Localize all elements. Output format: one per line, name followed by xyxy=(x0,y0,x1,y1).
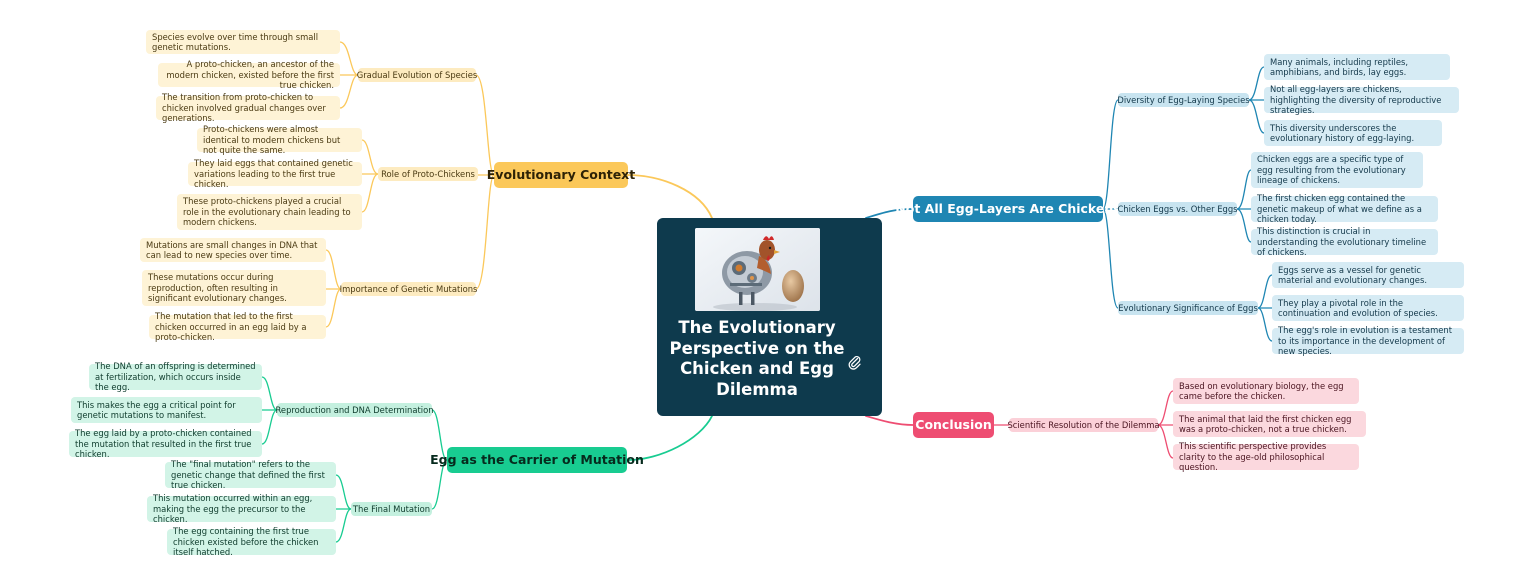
leaf-item[interactable]: Many animals, including reptiles, amphib… xyxy=(1264,54,1450,80)
leaf-item[interactable]: Species evolve over time through small g… xyxy=(146,30,340,54)
leaf-item[interactable]: The "final mutation" refers to the genet… xyxy=(165,459,336,490)
paperclip-icon[interactable] xyxy=(847,354,863,370)
leaf-item[interactable]: A proto-chicken, an ancestor of the mode… xyxy=(158,59,340,90)
robot-chicken-egg-image xyxy=(695,228,820,311)
leaf-item[interactable]: The DNA of an offspring is determined at… xyxy=(89,361,262,392)
subtopic-genetic-mutations[interactable]: Importance of Genetic Mutations xyxy=(340,282,477,296)
leaf-item[interactable]: This scientific perspective provides cla… xyxy=(1173,441,1359,472)
subtopic-evolutionary-significance[interactable]: Evolutionary Significance of Eggs xyxy=(1118,301,1258,315)
leaf-item[interactable]: These proto-chickens played a crucial ro… xyxy=(177,194,362,230)
branch-conclusion[interactable]: Conclusion xyxy=(913,412,994,438)
leaf-item[interactable]: They laid eggs that contained genetic va… xyxy=(188,158,362,189)
leaf-item[interactable]: Not all egg-layers are chickens, highlig… xyxy=(1264,84,1459,115)
subtopic-diversity-egg-laying[interactable]: Diversity of Egg-Laying Species xyxy=(1117,93,1250,107)
leaf-item[interactable]: The transition from proto-chicken to chi… xyxy=(156,92,340,123)
leaf-item[interactable]: The animal that laid the first chicken e… xyxy=(1173,411,1366,437)
central-topic[interactable]: The Evolutionary Perspective on the Chic… xyxy=(657,218,882,416)
leaf-item[interactable]: This mutation occurred within an egg, ma… xyxy=(147,493,336,524)
leaf-item[interactable]: Based on evolutionary biology, the egg c… xyxy=(1173,378,1359,404)
leaf-item[interactable]: This distinction is crucial in understan… xyxy=(1251,226,1438,257)
subtopic-role-of-proto-chickens[interactable]: Role of Proto-Chickens xyxy=(378,167,478,181)
leaf-item[interactable]: Eggs serve as a vessel for genetic mater… xyxy=(1272,262,1464,288)
subtopic-reproduction-dna[interactable]: Reproduction and DNA Determination xyxy=(275,403,434,417)
leaf-item[interactable]: The first chicken egg contained the gene… xyxy=(1251,193,1438,224)
branch-not-all-egg-layers[interactable]: Not All Egg-Layers Are Chickens xyxy=(895,196,1121,222)
leaf-item[interactable]: The mutation that led to the first chick… xyxy=(149,311,326,342)
subtopic-scientific-resolution[interactable]: Scientific Resolution of the Dilemma xyxy=(1007,418,1160,432)
leaf-item[interactable]: The egg containing the first true chicke… xyxy=(167,526,336,557)
leaf-item[interactable]: This diversity underscores the evolution… xyxy=(1264,120,1442,146)
branch-evolutionary-context[interactable]: Evolutionary Context xyxy=(487,162,635,188)
subtopic-gradual-evolution[interactable]: Gradual Evolution of Species xyxy=(357,68,477,82)
leaf-item[interactable]: Mutations are small changes in DNA that … xyxy=(140,238,326,262)
branch-egg-carrier-of-mutation[interactable]: Egg as the Carrier of Mutation xyxy=(430,447,644,473)
leaf-item[interactable]: Proto-chickens were almost identical to … xyxy=(197,124,362,155)
subtopic-chicken-eggs-vs-other[interactable]: Chicken Eggs vs. Other Eggs xyxy=(1117,202,1238,216)
leaf-item[interactable]: Chicken eggs are a specific type of egg … xyxy=(1251,152,1423,188)
subtopic-final-mutation[interactable]: The Final Mutation xyxy=(351,502,432,516)
leaf-item[interactable]: They play a pivotal role in the continua… xyxy=(1272,295,1464,321)
leaf-item[interactable]: These mutations occur during reproductio… xyxy=(142,270,326,306)
leaf-item[interactable]: This makes the egg a critical point for … xyxy=(71,397,262,423)
leaf-item[interactable]: The egg's role in evolution is a testame… xyxy=(1272,325,1464,356)
central-topic-title: The Evolutionary Perspective on the Chic… xyxy=(669,318,845,399)
leaf-item[interactable]: The egg laid by a proto-chicken containe… xyxy=(69,428,262,459)
